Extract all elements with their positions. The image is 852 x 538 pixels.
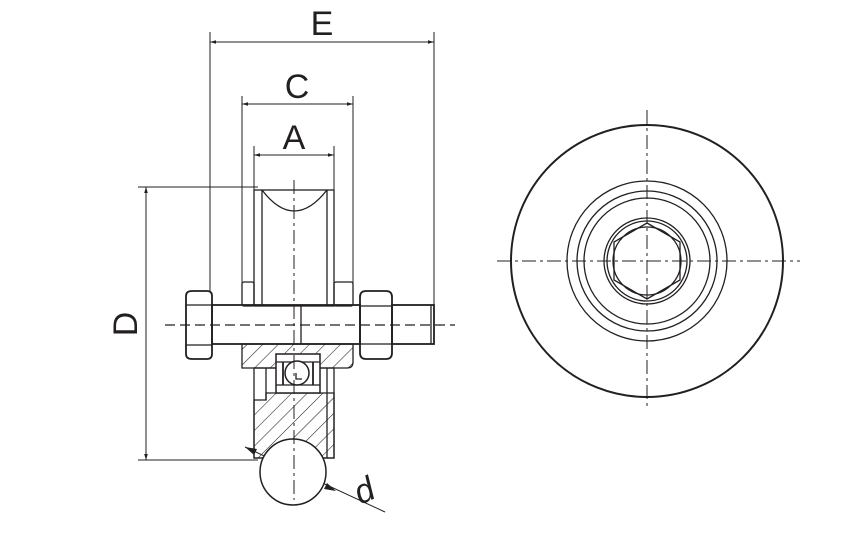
bearing: [275, 353, 321, 394]
label-e: E: [311, 5, 334, 43]
label-d-diameter: D: [107, 312, 145, 337]
label-c: C: [285, 68, 310, 106]
side-view: E C A D d: [107, 5, 455, 513]
guide-rod: [259, 438, 327, 506]
washer-right: [333, 281, 354, 307]
washer-left: [241, 281, 255, 307]
front-view: [497, 110, 800, 410]
label-a: A: [283, 119, 306, 157]
label-d-rod: d: [348, 469, 382, 512]
